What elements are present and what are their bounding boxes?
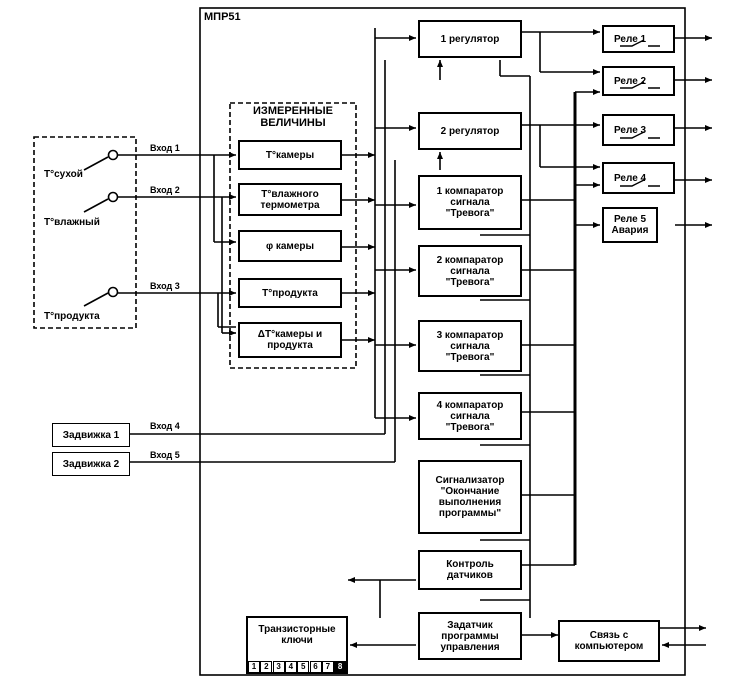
comparator-1: 1 компаратор сигнала "Тревога" (418, 175, 522, 230)
comparator-4: 4 компаратор сигнала "Тревога" (418, 392, 522, 440)
input-4-label: Вход 4 (150, 421, 180, 431)
comparator-3: 3 компаратор сигнала "Тревога" (418, 320, 522, 372)
sensor-product: Т°продукта (44, 311, 100, 322)
relay-4-label: Реле 4 (614, 172, 647, 184)
transistor-key-5: 5 (297, 661, 310, 673)
relay-4: Реле 4 (602, 162, 675, 194)
measured-group-title: ИЗМЕРЕННЫЕ ВЕЛИЧИНЫ (253, 105, 333, 129)
input-3-label: Вход 3 (150, 281, 180, 291)
relay-1: Реле 1 (602, 25, 675, 53)
input-1-label: Вход 1 (150, 143, 180, 153)
measurement-chamber-temp: Т°камеры (238, 140, 342, 170)
measurement-wet-thermometer: Т°влажного термометра (238, 183, 342, 216)
measurement-temp-difference: ΔТ°камеры и продукта (238, 322, 342, 358)
sensor-dry: Т°сухой (44, 169, 83, 180)
program-end-signalizer: Сигнализатор "Окончание выполнения прогр… (418, 460, 522, 534)
device-label: МПР51 (204, 11, 241, 23)
relay-5-sub: Авария (611, 225, 649, 236)
computer-link: Связь с компьютером (558, 620, 660, 662)
relay-1-label: Реле 1 (614, 33, 647, 45)
sensor-control: Контроль датчиков (418, 550, 522, 590)
device-frame (199, 7, 686, 676)
measured-group-frame (229, 102, 357, 369)
transistor-key-6: 6 (309, 661, 322, 673)
transistor-key-1: 1 (248, 661, 260, 673)
transistor-key-7: 7 (321, 661, 334, 673)
latch-1: Задвижка 1 (52, 423, 130, 447)
comparator-2: 2 компаратор сигнала "Тревога" (418, 245, 522, 297)
relay-2: Реле 2 (602, 66, 675, 96)
relay-3: Реле 3 (602, 114, 675, 146)
relay-5: Реле 5 Авария (602, 207, 658, 243)
relay-3-label: Реле 3 (614, 124, 647, 136)
sensor-group-frame (33, 136, 137, 329)
transistor-key-4: 4 (284, 661, 297, 673)
measurement-chamber-humidity: φ камеры (238, 230, 342, 262)
transistor-key-3: 3 (272, 661, 285, 673)
transistor-key-2: 2 (260, 661, 273, 673)
measurement-product-temp: Т°продукта (238, 278, 342, 308)
latch-2: Задвижка 2 (52, 452, 130, 476)
program-setter: Задатчик программы управления (418, 612, 522, 660)
input-5-label: Вход 5 (150, 450, 180, 460)
relay-2-label: Реле 2 (614, 75, 647, 87)
regulator-1: 1 регулятор (418, 20, 522, 58)
sensor-wet: Т°влажный (44, 217, 100, 228)
transistor-keys-title: Транзисторные ключи (258, 624, 336, 646)
regulator-2: 2 регулятор (418, 112, 522, 150)
relay-5-label: Реле 5 (613, 214, 647, 225)
input-2-label: Вход 2 (150, 185, 180, 195)
transistor-key-8: 8 (334, 661, 347, 673)
